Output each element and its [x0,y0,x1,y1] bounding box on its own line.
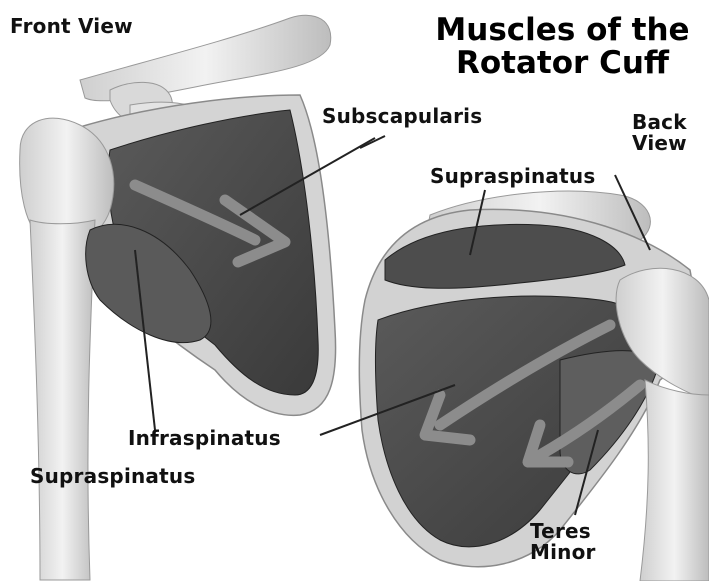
title-line-1: Muscles of the [420,14,705,47]
subscapularis-label: Subscapularis [322,106,482,127]
title-line-2: Rotator Cuff [420,47,705,80]
supraspinatus-back-label: Supraspinatus [430,166,595,187]
back-humerus-shaft [640,380,709,581]
diagram-title: Muscles of the Rotator Cuff [420,14,705,81]
front-humerus-shaft [30,220,95,580]
back-view-label: Back View [632,112,687,154]
teres-minor-label: Teres Minor [530,521,596,563]
subscapularis-tick [360,136,385,148]
front-view-label: Front View [10,16,133,37]
teres-minor-line-1: Teres [530,521,596,542]
back-view-line-2: View [632,133,687,154]
infraspinatus-label: Infraspinatus [128,428,281,449]
front-view-shoulder [20,15,336,580]
back-view-line-1: Back [632,112,687,133]
teres-minor-line-2: Minor [530,542,596,563]
supraspinatus-front-label: Supraspinatus [30,466,195,487]
